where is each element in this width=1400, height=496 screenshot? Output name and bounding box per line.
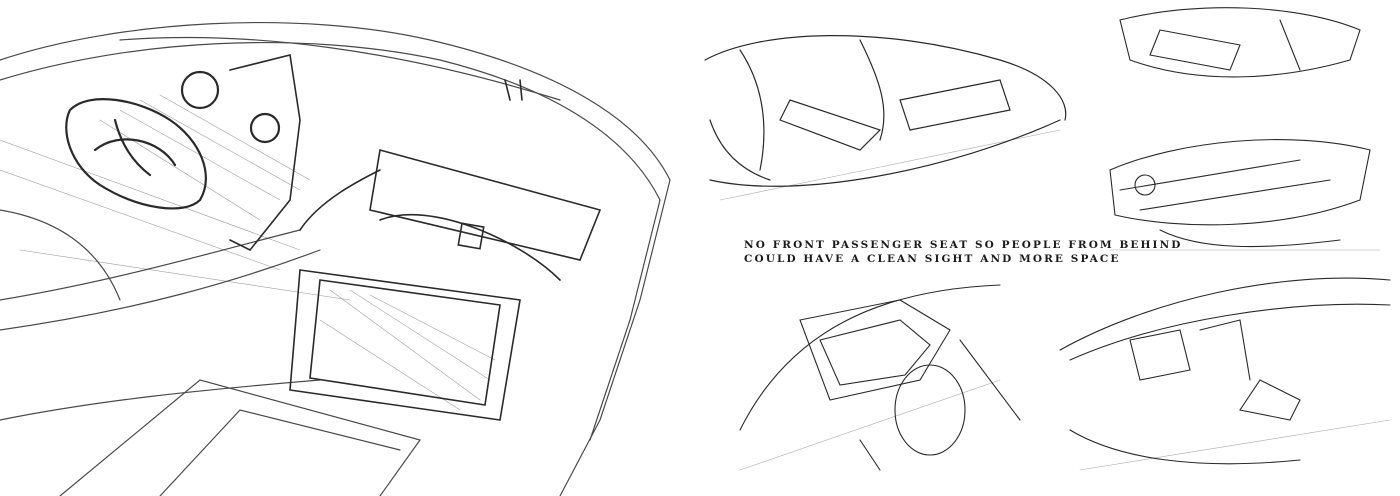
caption-line-1: NO FRONT PASSENGER SEAT SO PEOPLE FROM B…: [744, 239, 1183, 251]
sketch-caption: NO FRONT PASSENGER SEAT SO PEOPLE FROM B…: [744, 238, 1182, 266]
rear-seats-sketch: [704, 35, 1067, 187]
top-right-thumbnail: [1119, 7, 1361, 78]
bottom-right-interior-sketch: [1059, 277, 1391, 465]
bottom-center-dashboard-sketch: [739, 284, 1021, 471]
mid-right-thumbnail: [1109, 139, 1371, 248]
caption-line-2: COULD HAVE A CLEAN SIGHT AND MORE SPACE: [744, 253, 1121, 265]
